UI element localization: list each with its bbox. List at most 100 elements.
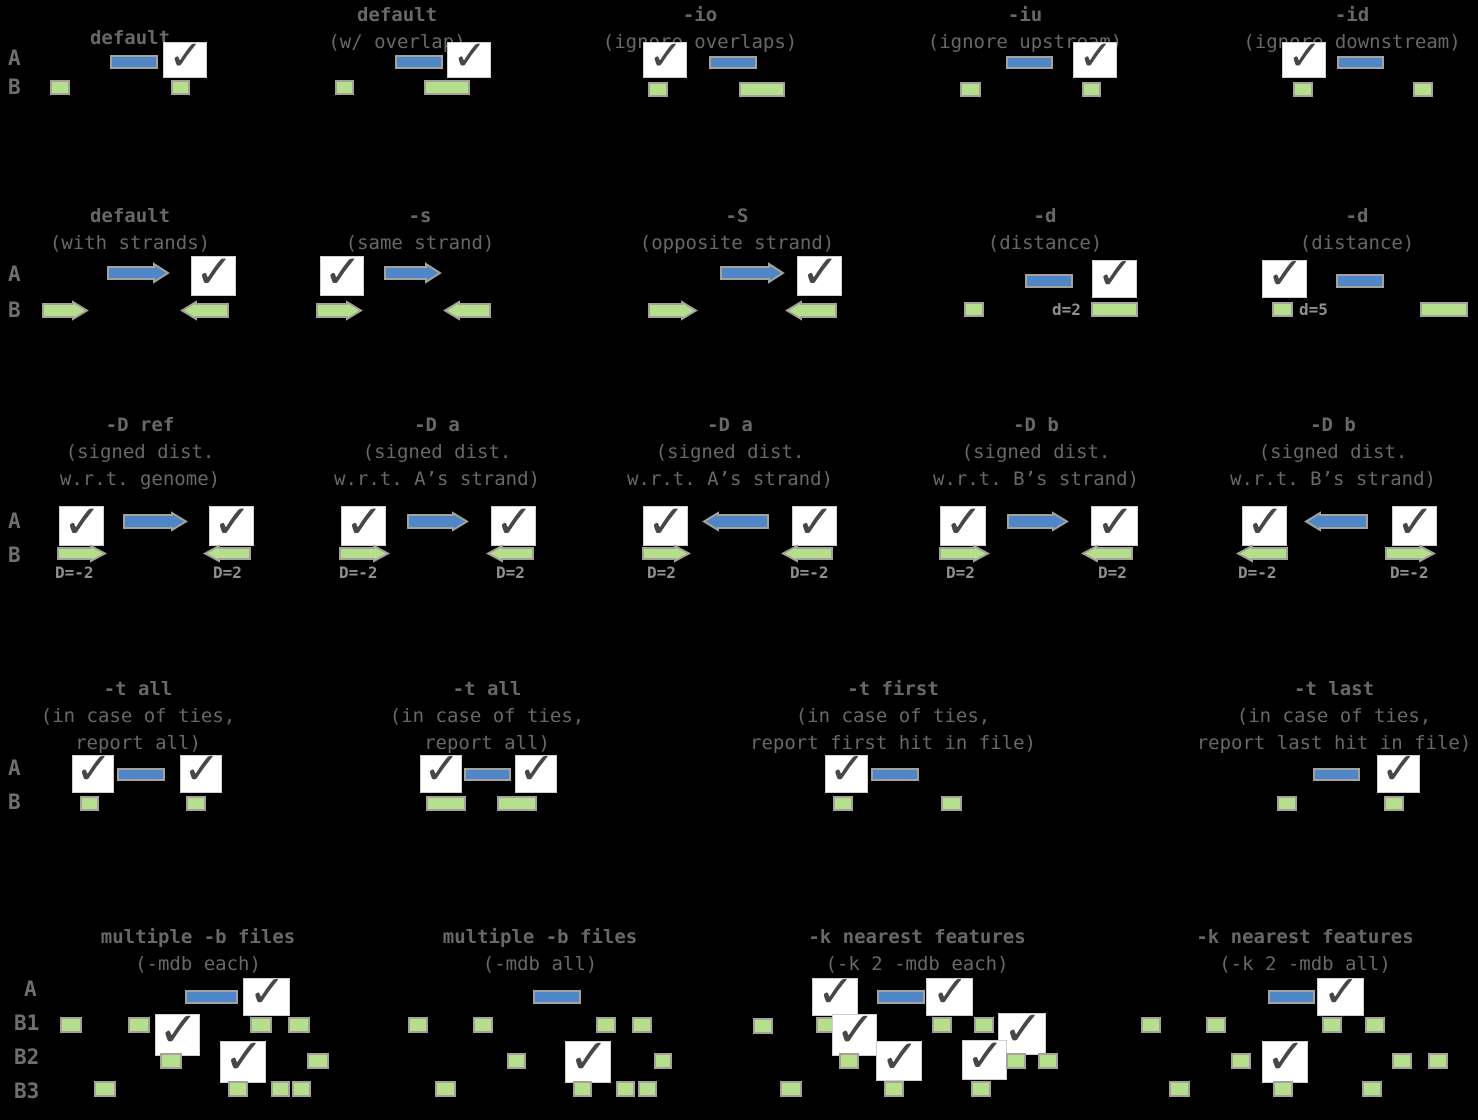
panel-title: (-k 2 -mdb each) [825, 953, 1009, 975]
b-feature-box [573, 1081, 592, 1097]
check-icon: ✓ [1287, 31, 1322, 80]
track-label-b2: B2 [14, 1045, 40, 1069]
panel-title: (same strand) [345, 232, 495, 254]
panel-title: (signed dist. [655, 441, 805, 463]
a-feature-bar [1336, 274, 1384, 288]
distance-label: D=2 [1098, 563, 1127, 582]
check-icon: ✓ [817, 966, 855, 1018]
b-feature-box [250, 1017, 272, 1033]
track-label-b: B [8, 543, 21, 567]
b-feature-box [780, 1081, 802, 1097]
panel-title: -D ref [105, 414, 175, 436]
check-icon: ✓ [828, 743, 866, 795]
b-feature-box [654, 1053, 672, 1069]
b-feature-arrow-left [1080, 544, 1133, 563]
b-feature-box [1206, 1017, 1226, 1033]
match-check: ✓ [1262, 1033, 1308, 1083]
panel-title: (ignore downstream) [1243, 31, 1461, 53]
panel-title: -D a [414, 414, 460, 436]
b-feature-arrow-left [202, 544, 251, 563]
match-check: ✓ [876, 1033, 922, 1081]
panel-title: -D a [707, 414, 753, 436]
panel-title: w.r.t. A’s strand) [627, 468, 833, 490]
match-check: ✓ [220, 1033, 266, 1083]
b-feature-box [833, 796, 853, 811]
track-label-b: B [8, 298, 21, 322]
b-feature-box [288, 1017, 310, 1033]
match-check: ✓ [515, 747, 557, 793]
b-feature-box [186, 796, 206, 811]
check-icon: ✓ [223, 1029, 264, 1086]
b-feature-box [932, 1017, 952, 1033]
b-feature-box [648, 82, 668, 97]
a-feature-arrow-right [123, 511, 188, 532]
match-check: ✓ [1091, 498, 1138, 546]
distance-label: D=2 [496, 563, 525, 582]
panel-title: -t all [103, 678, 173, 700]
panel-title: (distance) [1299, 232, 1415, 254]
check-icon: ✓ [75, 743, 113, 795]
b-feature-box [971, 1081, 991, 1097]
a-feature-arrow-left [1304, 511, 1368, 532]
track-label-b: B [8, 790, 21, 814]
b-feature-arrow-right [42, 300, 89, 321]
a-feature-bar [533, 990, 581, 1004]
distance-label: D=-2 [1390, 563, 1429, 582]
check-icon: ✓ [568, 1029, 609, 1086]
panel-title: -t first [847, 678, 939, 700]
b-feature-arrow-right [57, 544, 108, 563]
b-feature-box [941, 796, 962, 811]
b-feature-box [739, 82, 785, 97]
check-icon: ✓ [248, 966, 286, 1018]
b-feature-box [1322, 1017, 1342, 1033]
match-check: ✓ [643, 35, 687, 78]
panel-title: -k nearest features [808, 926, 1026, 948]
match-check: ✓ [812, 970, 858, 1016]
b-feature-box [1006, 1053, 1026, 1069]
match-check: ✓ [565, 1033, 611, 1083]
b-feature-box [1141, 1017, 1161, 1033]
b-feature-box [1362, 1081, 1382, 1097]
a-feature-arrow-right [720, 262, 785, 284]
match-check: ✓ [1282, 35, 1326, 78]
b-feature-arrow-left [1235, 544, 1288, 563]
match-check: ✓ [163, 35, 207, 78]
check-icon: ✓ [1322, 966, 1360, 1018]
panel-title: -D b [1310, 414, 1356, 436]
check-icon: ✓ [1095, 494, 1135, 549]
check-icon: ✓ [1002, 1001, 1043, 1058]
a-feature-arrow-left [702, 511, 769, 532]
b-feature-box [1293, 82, 1313, 97]
match-check: ✓ [832, 1006, 877, 1056]
match-check: ✓ [962, 1032, 1007, 1080]
check-icon: ✓ [423, 743, 461, 795]
b-feature-box [1428, 1053, 1448, 1069]
b-feature-box [1231, 1053, 1251, 1069]
check-icon: ✓ [965, 1028, 1005, 1083]
b-feature-box [473, 1017, 493, 1033]
b-feature-box [160, 1053, 182, 1069]
track-label-a: A [8, 509, 21, 533]
panel-title: (ignore overlaps) [602, 31, 798, 53]
match-check: ✓ [1092, 252, 1137, 298]
b-feature-box [292, 1081, 311, 1097]
b-feature-box [960, 82, 981, 97]
check-icon: ✓ [1078, 31, 1113, 80]
b-feature-arrow-left [180, 300, 229, 321]
a-feature-bar [871, 768, 919, 781]
check-icon: ✓ [452, 31, 487, 80]
b-feature-arrow-right [316, 300, 363, 321]
match-check: ✓ [1377, 747, 1420, 793]
b-feature-box [632, 1017, 652, 1033]
panel-title: w.r.t. A’s strand) [334, 468, 540, 490]
b-feature-box [884, 1081, 904, 1097]
b-feature-box [335, 80, 354, 95]
check-icon: ✓ [800, 244, 840, 299]
check-icon: ✓ [183, 743, 221, 795]
distance-label: D=2 [946, 563, 975, 582]
check-icon: ✓ [1096, 248, 1134, 300]
panel-title: (opposite strand) [639, 232, 835, 254]
b-feature-arrow-right [642, 544, 692, 563]
a-feature-bar [464, 768, 511, 781]
match-check: ✓ [825, 747, 868, 793]
